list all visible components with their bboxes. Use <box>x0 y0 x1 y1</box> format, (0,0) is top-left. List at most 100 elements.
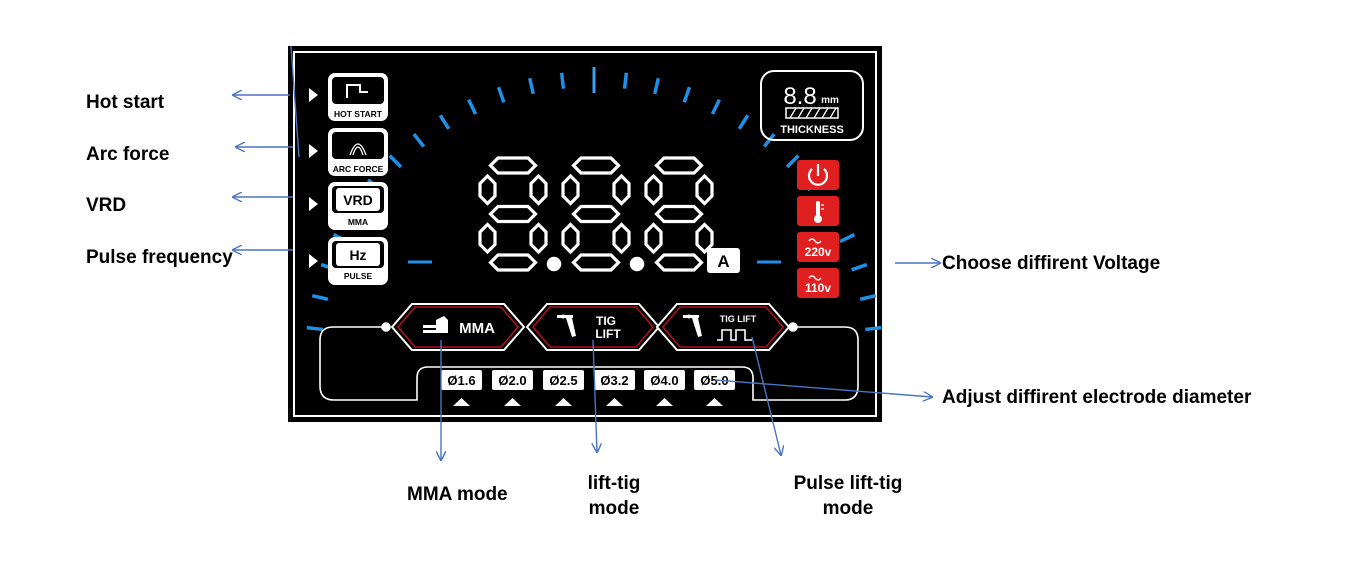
hot-start-button-label: HOT START <box>334 109 383 119</box>
diameter-label: Ø5.0 <box>700 373 728 388</box>
hot-start-step-icon <box>346 84 368 98</box>
gauge-tick <box>438 114 451 130</box>
pulse-frequency-button-sublabel: PULSE <box>344 271 373 281</box>
diameter-indicator-triangle <box>453 398 470 406</box>
seven-segment-digit <box>478 156 548 272</box>
ac-wave-icon-110 <box>808 275 822 281</box>
pulse-wave-icon <box>717 329 752 341</box>
thickness-indicator: 8.8 mm THICKNESS <box>760 70 864 141</box>
diameter-option[interactable]: Ø5.0 <box>694 370 735 406</box>
electrode-holder-icon <box>423 316 448 333</box>
gauge-tick <box>653 77 661 95</box>
gauge-tick <box>737 114 750 130</box>
gauge-tick <box>682 86 692 103</box>
lift-tig-mode-button[interactable]: TIG LIFT <box>525 303 661 351</box>
annotation-arc-force: Arc force <box>86 144 170 165</box>
voltage-110v-label: 110v <box>805 281 831 295</box>
vrd-button-label: VRD <box>343 192 373 208</box>
diameter-option[interactable]: Ø4.0 <box>644 370 685 406</box>
vrd-button[interactable]: VRD MMA <box>328 182 388 230</box>
gauge-tick <box>559 72 566 89</box>
diameter-option[interactable]: Ø2.5 <box>543 370 584 406</box>
mode-selector-row: MMA TIG LIFT TIG LIFT <box>390 303 791 351</box>
arrow-diameter <box>714 379 932 397</box>
diameter-indicator-triangle <box>706 398 723 406</box>
pulse-lift-tig-mode-label: TIG LIFT <box>720 314 757 324</box>
tig-torch-icon-pulse <box>683 314 702 337</box>
digit-segment <box>529 173 548 206</box>
gauge-tick <box>412 132 426 148</box>
gauge-tick <box>710 98 721 115</box>
current-gauge-arc <box>306 67 882 332</box>
seven-segment-digit <box>644 156 714 272</box>
gauge-tick <box>467 98 478 115</box>
digit-segment <box>612 173 631 206</box>
thickness-unit: mm <box>821 95 839 106</box>
diameter-option[interactable]: Ø2.0 <box>492 370 533 406</box>
gauge-tick <box>388 154 403 169</box>
digit-segment <box>561 173 580 206</box>
annotation-adjust-diameter: Adjust diffirent electrode diameter <box>942 387 1252 408</box>
thickness-value: 8.8 <box>783 83 816 110</box>
digit-segment <box>561 222 580 255</box>
gauge-tick <box>496 86 506 103</box>
hot-start-button[interactable]: HOT START <box>328 73 388 121</box>
diameter-indicator-triangle <box>606 398 623 406</box>
pulse-frequency-button-label: Hz <box>349 247 366 263</box>
gauge-tick <box>527 77 535 95</box>
voltage-220v-label: 220v <box>805 245 832 259</box>
pulse-frequency-button[interactable]: Hz PULSE <box>328 237 388 285</box>
diameter-label: Ø1.6 <box>447 373 475 388</box>
arrow-pulse-lift-tig-mode <box>751 336 781 455</box>
diameter-box <box>694 370 735 390</box>
digit-segment <box>571 156 621 175</box>
digit-segment <box>695 222 714 255</box>
annotation-pulse-lift-tig-line1: Pulse lift-tig <box>793 473 903 494</box>
digit-segment <box>478 173 497 206</box>
digit-segment <box>644 222 663 255</box>
diameter-box <box>441 370 482 390</box>
diameter-box <box>594 370 635 390</box>
plate-hatch-icon <box>785 107 839 119</box>
unit-a-label: A <box>717 252 729 271</box>
mma-mode-button[interactable]: MMA <box>390 303 526 351</box>
diameter-box <box>492 370 533 390</box>
thickness-label: THICKNESS <box>780 124 844 136</box>
digit-segment <box>488 253 538 272</box>
decimal-point <box>545 255 563 273</box>
left-button-column: HOT START ARC FORCE VRD MMA Hz PUL <box>309 73 388 285</box>
lift-tig-mode-label-bottom: LIFT <box>595 327 621 341</box>
gauge-tick <box>785 154 800 169</box>
annotation-pulse-lift-tig-line2: mode <box>822 498 874 519</box>
diameter-option[interactable]: Ø1.6 <box>441 370 482 406</box>
voltage-220v-indicator[interactable]: 220v <box>797 232 839 262</box>
arc-force-button-label: ARC FORCE <box>333 164 384 174</box>
status-icon-column: 220v 110v <box>797 160 839 298</box>
diameter-box <box>644 370 685 390</box>
vrd-button-sublabel: MMA <box>348 217 368 227</box>
mma-mode-label: MMA <box>459 320 495 337</box>
digit-segment <box>654 204 704 224</box>
diameter-option[interactable]: Ø3.2 <box>594 370 635 406</box>
electrode-diameter-row: Ø1.6 Ø2.0 Ø2.5 Ø3.2 Ø4.0 Ø5.0 <box>441 370 735 406</box>
annotation-choose-voltage: Choose diffirent Voltage <box>942 253 1161 274</box>
seven-segment-digit <box>561 156 631 272</box>
arrow-leader-vertical <box>290 45 300 158</box>
gauge-tick <box>851 262 868 272</box>
decimal-point <box>628 255 646 273</box>
gauge-tick <box>306 325 323 332</box>
diameter-label: Ø4.0 <box>650 373 678 388</box>
thermometer-icon <box>797 196 839 226</box>
indicator-triangle-vrd <box>309 197 318 211</box>
pulse-lift-tig-mode-button[interactable]: TIG LIFT <box>655 303 791 351</box>
digit-segment <box>529 222 548 255</box>
arc-force-button[interactable]: ARC FORCE <box>328 128 388 176</box>
power-icon[interactable] <box>797 160 839 190</box>
digit-segment <box>612 222 631 255</box>
voltage-110v-indicator[interactable]: 110v <box>797 268 839 298</box>
gauge-tick <box>839 233 856 244</box>
annotation-lift-tig-line2: mode <box>588 498 640 519</box>
annotation-vrd: VRD <box>86 195 127 216</box>
gauge-tick <box>859 293 877 301</box>
digit-segment <box>654 253 704 272</box>
